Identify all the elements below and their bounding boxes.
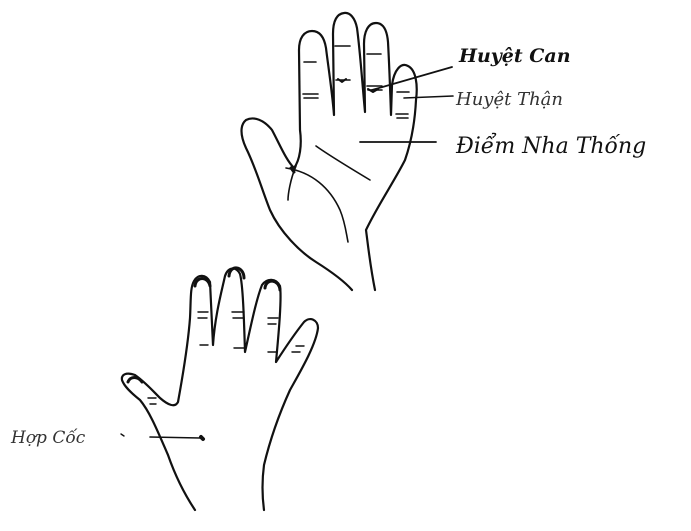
- palm-hand-outline: [242, 13, 417, 290]
- hop-coc-point: [201, 437, 203, 439]
- label-hop-coc: Hợp Cốc: [11, 430, 85, 447]
- label-diem-nha-thong: Điểm Nha Thống: [456, 136, 646, 158]
- label-huyet-can: Huyệt Can: [459, 47, 571, 66]
- label-huyet-than: Huyệt Thận: [456, 91, 563, 109]
- leader-huyet-than: [404, 96, 453, 98]
- palm-hand: [242, 13, 417, 290]
- leader-hop-coc: [150, 437, 200, 438]
- back-hand: [122, 268, 318, 510]
- back-hand-outline: [122, 269, 318, 510]
